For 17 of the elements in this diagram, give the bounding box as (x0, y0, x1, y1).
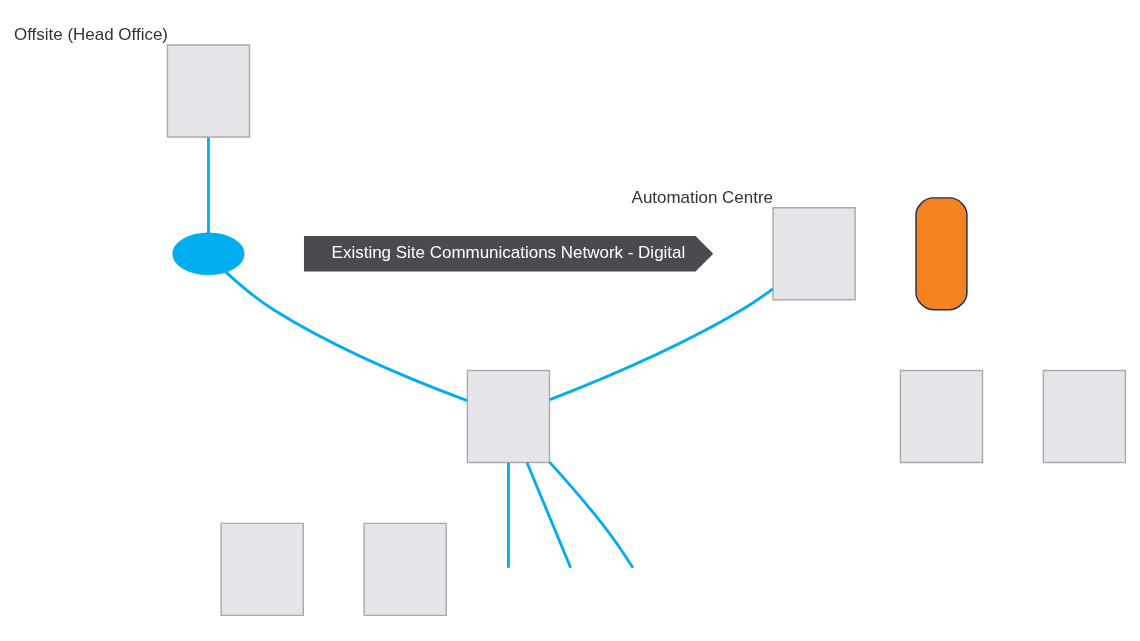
node-box (772, 206, 856, 300)
connector (207, 136, 210, 233)
node-cloud (172, 232, 245, 275)
node-box (466, 369, 551, 463)
connector (507, 462, 510, 568)
node-person (915, 196, 968, 310)
connector (548, 460, 635, 569)
node-box (166, 43, 251, 138)
connector (525, 461, 572, 568)
node-box (220, 522, 304, 616)
node-label: Offsite (Head Office) (13, 24, 169, 44)
connector (224, 270, 468, 402)
node-box (899, 369, 984, 463)
node-box (1042, 369, 1127, 463)
node-box (363, 522, 447, 616)
node-label: Automation Centre (631, 187, 774, 207)
connector (549, 287, 774, 401)
